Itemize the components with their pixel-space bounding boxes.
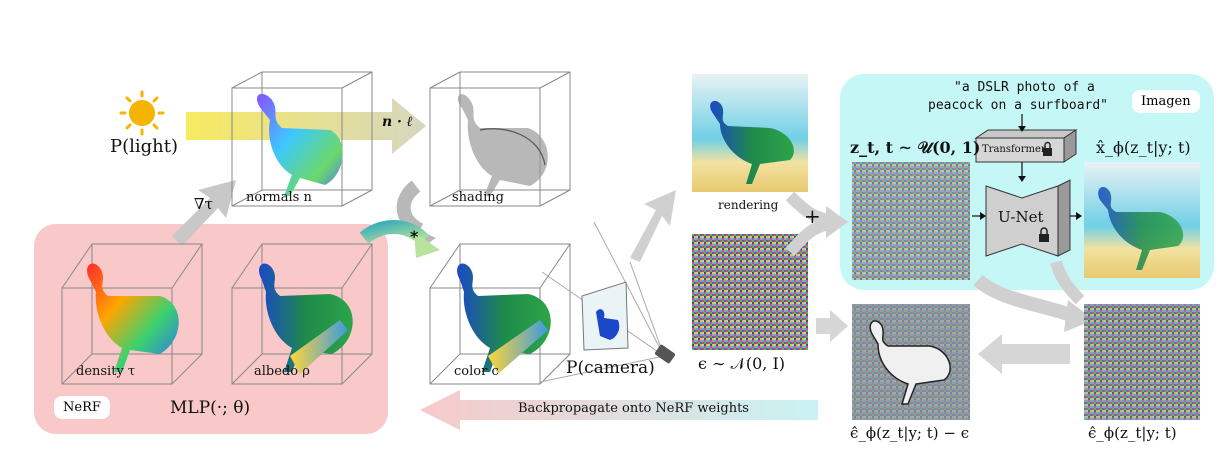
- eps-to-diff-arrow: [978, 334, 1070, 374]
- normals-box: [231, 71, 373, 207]
- albedo-peacock-image: [259, 263, 353, 374]
- light-label: P(light): [110, 136, 179, 157]
- xhat-label: x̂_ϕ(z_t|y; t): [1096, 138, 1191, 157]
- unet-label: U-Net: [998, 208, 1044, 226]
- rendering-image: [692, 74, 808, 192]
- eps-image: [1084, 304, 1200, 420]
- sun-icon: [119, 90, 165, 136]
- light-beam-arrow: [186, 98, 426, 154]
- zt-label: z_t, t ∼ 𝒰(0, 1): [850, 138, 981, 157]
- noise-image: [692, 234, 808, 350]
- density-peacock-image: [87, 263, 179, 372]
- nerf-badge: NeRF: [54, 396, 110, 419]
- shading-box: [429, 71, 571, 207]
- prompt-line-1: "a DSLR photo of a: [954, 80, 1095, 95]
- mlp-label: MLP(·; θ): [170, 398, 251, 418]
- nerf-panel: [34, 224, 388, 434]
- eps-label: ϵ̂_ϕ(z_t|y; t): [1088, 424, 1177, 442]
- shading-peacock-image: [457, 94, 548, 196]
- rendering-label: rendering: [718, 198, 779, 212]
- normals-label: normals n: [246, 190, 312, 205]
- zt-noisy-image: [852, 162, 970, 280]
- prompt-line-2: peacock on a surfboard": [928, 98, 1109, 113]
- imagen-badge: Imagen: [1132, 90, 1200, 113]
- backprop-arrow: [420, 390, 818, 430]
- transformer-lock-icon: [1043, 141, 1052, 156]
- transformer-label: Transformer: [982, 144, 1046, 155]
- xhat-image: [1084, 162, 1200, 278]
- noise-to-diff-arrow: [816, 310, 848, 342]
- nabla-tau-label: ∇τ: [194, 195, 213, 213]
- camera-label: P(camera): [566, 358, 655, 378]
- albedo-label: albedo ρ: [254, 364, 310, 379]
- gradient-arrow: [172, 180, 236, 246]
- multiply-operator: *: [410, 227, 419, 246]
- camera-icon: [654, 344, 676, 364]
- color-label: color c: [454, 364, 499, 379]
- normals-peacock-image: [256, 93, 343, 196]
- noise-label: ϵ ∼ 𝒩(0, I): [698, 354, 786, 373]
- imagen-to-eps-arrow: [973, 274, 1077, 323]
- diff-label: ϵ̂_ϕ(z_t|y; t) − ϵ: [850, 424, 970, 442]
- diff-image: [852, 304, 970, 420]
- dot-product-label: n · ℓ: [382, 114, 413, 130]
- to-rendering-arrow: [630, 190, 676, 262]
- shading-label: shading: [452, 190, 504, 205]
- lock-icon: [1039, 227, 1049, 242]
- color-peacock-image: [457, 263, 551, 374]
- density-label: density τ: [76, 364, 136, 379]
- backprop-label: Backpropagate onto NeRF weights: [518, 401, 749, 416]
- camera-image-plane: [581, 281, 629, 351]
- plus-operator: +: [804, 204, 821, 228]
